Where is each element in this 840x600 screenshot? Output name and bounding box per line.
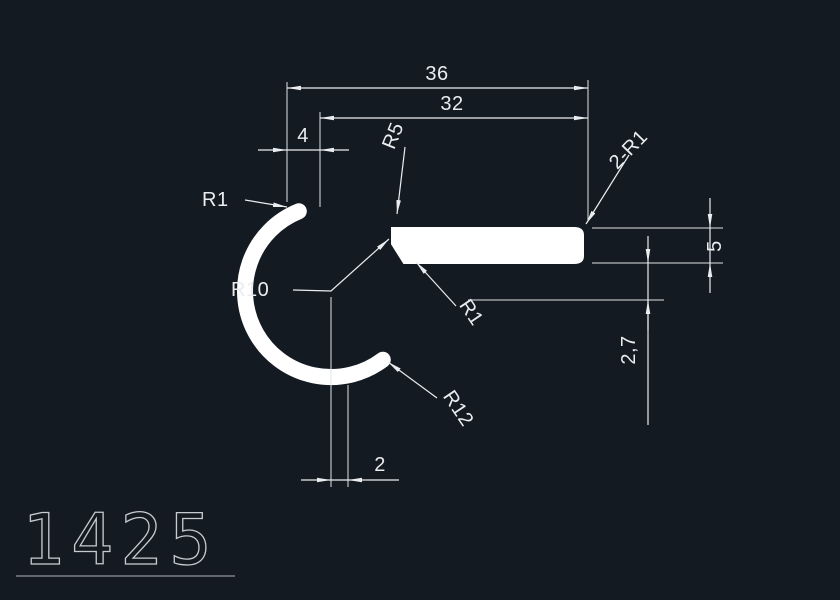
- leader-r1-lip: [244, 199, 288, 208]
- dim-32-label: 32: [440, 93, 463, 115]
- dim-2-label: 2: [374, 454, 386, 476]
- leader-r12: [387, 361, 438, 399]
- dim-27-label: 2,7: [618, 335, 640, 364]
- dim-5-label: 5: [704, 240, 726, 252]
- dim-total-width: 36: [287, 63, 588, 91]
- part-number-text: 1425: [22, 499, 219, 581]
- dim-lip-offset: 4: [258, 125, 349, 153]
- dim-step-height: 2,7: [618, 236, 651, 425]
- dim-36-label: 36: [425, 63, 448, 85]
- extension-lines: [286, 80, 723, 487]
- label-r1-lip: R1: [202, 189, 229, 211]
- leader-r1-inner: [415, 261, 457, 307]
- leader-r10: [292, 238, 390, 292]
- leader-r5: [396, 146, 406, 215]
- profile-c-ring: [237, 203, 391, 386]
- profile-bar: [391, 227, 584, 264]
- leader-2-r1: [585, 154, 630, 225]
- profile-geometry: [237, 203, 584, 386]
- label-r10: R10: [231, 279, 269, 301]
- dim-inner-width: 32: [320, 93, 588, 121]
- dim-bar-height: 5: [704, 198, 726, 293]
- dim-4-label: 4: [297, 125, 309, 147]
- title-block: 1425: [16, 498, 235, 582]
- dim-wall-thickness: 2: [301, 454, 399, 483]
